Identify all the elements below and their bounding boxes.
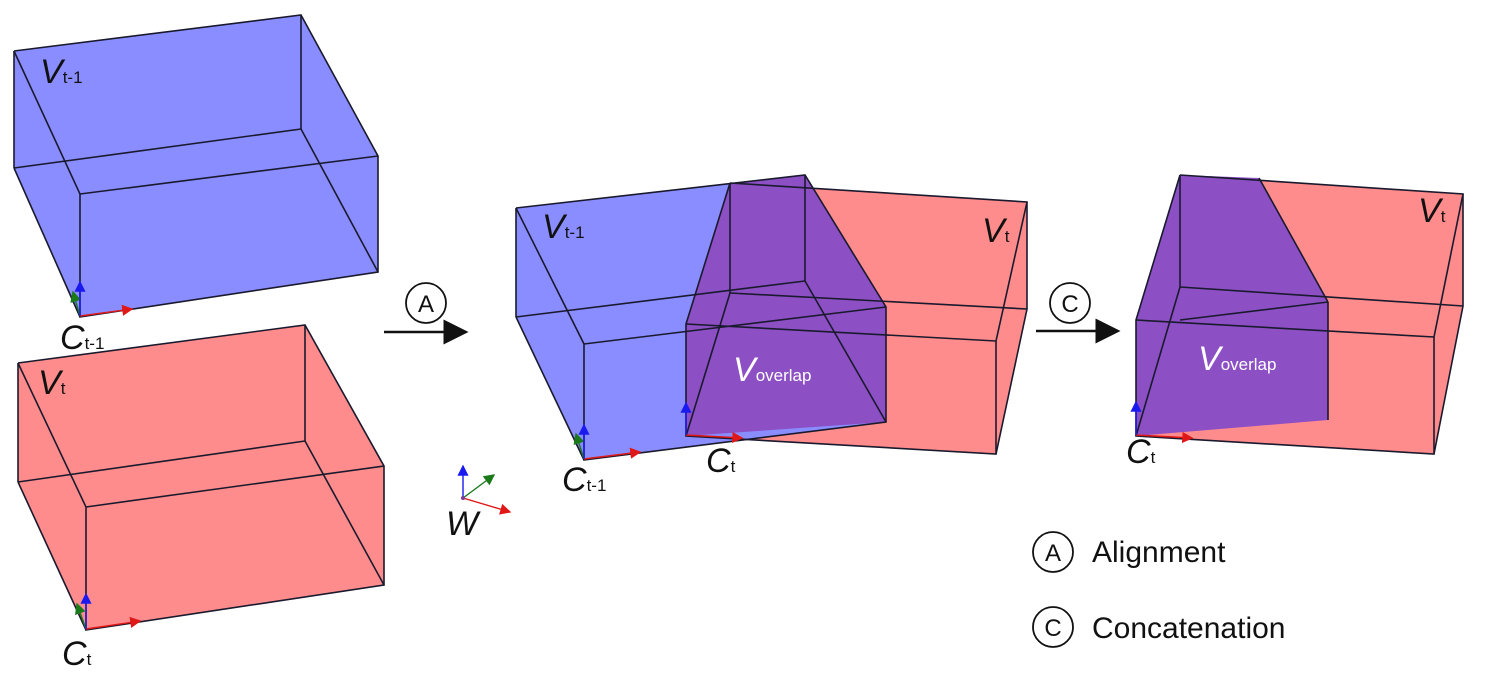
label-world: W — [446, 505, 481, 543]
step-alignment-arrow: A — [384, 282, 469, 345]
label-v-cur-left: Vt — [38, 364, 66, 402]
legend-alignment-text: Alignment — [1092, 536, 1226, 569]
legend-item-concatenation: C Concatenation — [1032, 606, 1285, 648]
step-concatenation-arrow: C — [1036, 282, 1121, 344]
legend-item-alignment: A Alignment — [1032, 531, 1226, 573]
aligned-volumes — [515, 174, 1028, 461]
coordinate-frame-prev-aligned — [573, 423, 642, 460]
step-c-letter: C — [1061, 291, 1078, 318]
label-v-overlap-middle: Voverlap — [733, 351, 811, 389]
coordinate-frame-cur-aligned — [680, 401, 744, 444]
world-frame — [457, 464, 512, 515]
label-v-prev-left: Vt-1 — [40, 53, 83, 91]
coordinate-frame-cur-concat — [1130, 400, 1194, 444]
coordinate-frame-prev — [70, 280, 134, 317]
legend-concatenation-letter: C — [1044, 615, 1061, 642]
label-c-cur-left: Ct — [62, 635, 92, 673]
label-c-cur-middle: Ct — [706, 442, 736, 480]
step-a-letter: A — [418, 291, 434, 318]
label-v-cur-right: Vt — [1418, 192, 1446, 230]
label-v-prev-middle: Vt-1 — [542, 208, 585, 246]
volume-cur-box — [17, 324, 385, 631]
legend: A Alignment C Concatenation — [1032, 531, 1285, 648]
step-c-circle — [1049, 282, 1091, 324]
step-a-circle — [405, 282, 447, 324]
label-v-overlap-right: Voverlap — [1198, 340, 1276, 378]
label-c-cur-right: Ct — [1126, 433, 1156, 471]
volume-prev-box — [13, 14, 379, 318]
label-c-prev-middle: Ct-1 — [562, 461, 606, 499]
label-v-cur-middle: Vt — [982, 212, 1010, 250]
legend-concatenation-text: Concatenation — [1092, 612, 1285, 645]
coordinate-frame-cur — [75, 592, 142, 630]
label-c-prev-left: Ct-1 — [60, 319, 104, 357]
legend-alignment-letter: A — [1045, 540, 1061, 567]
concatenated-volume — [1135, 174, 1464, 455]
